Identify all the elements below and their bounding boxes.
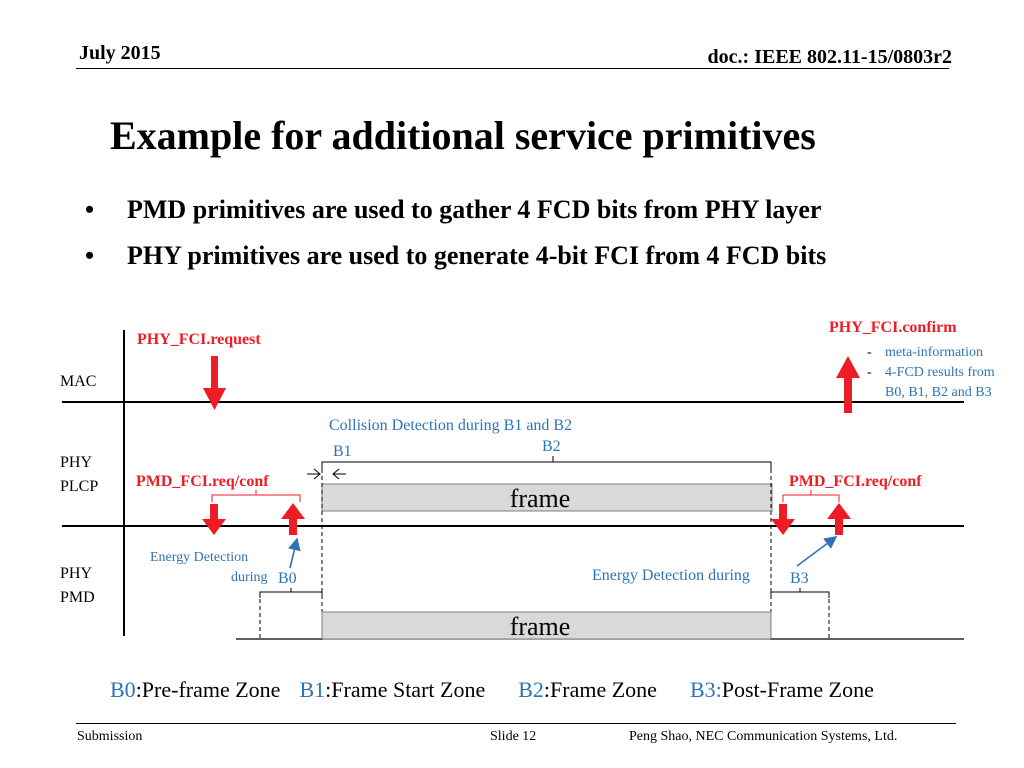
footer-author: Peng Shao, NEC Communication Systems, Lt… [629, 729, 898, 744]
pmd-right-bracket [782, 490, 840, 502]
zone-boundaries [259, 462, 830, 640]
b3-marker-label: B3 [790, 570, 809, 587]
layer-label-phy-plcp-1: PHY [60, 454, 92, 471]
pmd-frame-box [321, 611, 772, 640]
energy-detection-b0-line2: during [231, 570, 268, 585]
slide-title: Example for additional service primitive… [110, 113, 816, 158]
layer-label-mac: MAC [60, 373, 96, 390]
b0-marker-label: B0 [278, 570, 297, 587]
legend-b2-key: B2 [518, 677, 544, 702]
legend-b1-text: :Frame Start Zone [325, 677, 486, 702]
layer-label-phy-plcp-2: PLCP [60, 478, 98, 495]
header-doc-id: doc.: IEEE 802.11-15/0803r2 [707, 46, 952, 68]
plcp-frame-label: frame [510, 484, 571, 513]
pmd-right-up-arrow [827, 503, 851, 535]
legend-b3-key: B3: [689, 677, 722, 702]
confirm-note-line: B0, B1, B2 and B3 [885, 385, 992, 400]
header-date: July 2015 [79, 42, 161, 64]
legend-b1-key: B1 [299, 677, 326, 702]
pmd-right-down-arrow [771, 504, 795, 535]
b1-marker-label: B1 [333, 443, 352, 460]
bullet-text: PMD primitives are used to gather 4 FCD … [127, 195, 822, 224]
bullet-dot: • [85, 195, 95, 224]
collision-detection-note: Collision Detection during B1 and B2 [329, 417, 572, 434]
confirm-up-arrow [836, 356, 860, 413]
b1-converging-arrows [307, 468, 346, 480]
bullet-item: • PHY primitives are used to generate 4-b… [85, 238, 826, 284]
footer-divider [76, 723, 956, 724]
layer-label-phy-pmd-2: PMD [60, 589, 95, 606]
primitive-timing-diagram: MAC PHY PLCP PHY PMD PHY_FCI.request PHY… [60, 319, 995, 641]
bullet-item: • PMD primitives are used to gather 4 FCD… [85, 192, 826, 238]
pmd-left-down-arrow [202, 504, 226, 535]
b0-pointer-arrow [288, 537, 301, 569]
confirm-note-line: meta-information [885, 345, 983, 360]
pmd-fci-req-conf-right-label: PMD_FCI.req/conf [789, 473, 922, 490]
header-divider [76, 68, 949, 69]
b3-pointer-arrow [796, 536, 838, 567]
b2-bracket [321, 456, 772, 470]
energy-detection-b3-note: Energy Detection during [592, 567, 750, 584]
zone-legend: B0:Pre-frame Zone B1:Frame Start Zone B2:F… [110, 677, 874, 703]
confirm-note-dash: - [867, 365, 872, 380]
pmd-left-up-arrow [281, 503, 305, 535]
legend-b2-text: :Frame Zone [543, 677, 657, 702]
energy-detection-b0-line1: Energy Detection [150, 550, 248, 565]
plcp-frame-box [321, 483, 773, 512]
confirm-note-line: 4-FCD results from [885, 365, 995, 380]
footer-submission: Submission [77, 729, 143, 744]
b0-bracket [259, 588, 323, 598]
bullet-list: • PMD primitives are used to gather 4 FCD… [85, 192, 826, 284]
b2-marker-label: B2 [542, 438, 561, 455]
bullet-dot: • [85, 241, 95, 270]
footer-slide-number: Slide 12 [490, 729, 537, 744]
legend-b3-text: Post-Frame Zone [721, 677, 874, 702]
pmd-frame-label: frame [510, 612, 571, 641]
phy-fci-confirm-label: PHY_FCI.confirm [829, 319, 957, 336]
pmd-left-bracket [211, 490, 301, 502]
legend-b0-key: B0 [110, 677, 136, 702]
phy-fci-request-label: PHY_FCI.request [137, 331, 261, 348]
legend-b0-text: :Pre-frame Zone [135, 677, 281, 702]
confirm-note-dash: - [867, 345, 872, 360]
bullet-text: PHY primitives are used to generate 4-bi… [127, 241, 827, 270]
b3-bracket [770, 588, 830, 598]
request-down-arrow [203, 356, 226, 410]
layer-label-phy-pmd-1: PHY [60, 565, 92, 582]
pmd-fci-req-conf-left-label: PMD_FCI.req/conf [136, 473, 269, 490]
